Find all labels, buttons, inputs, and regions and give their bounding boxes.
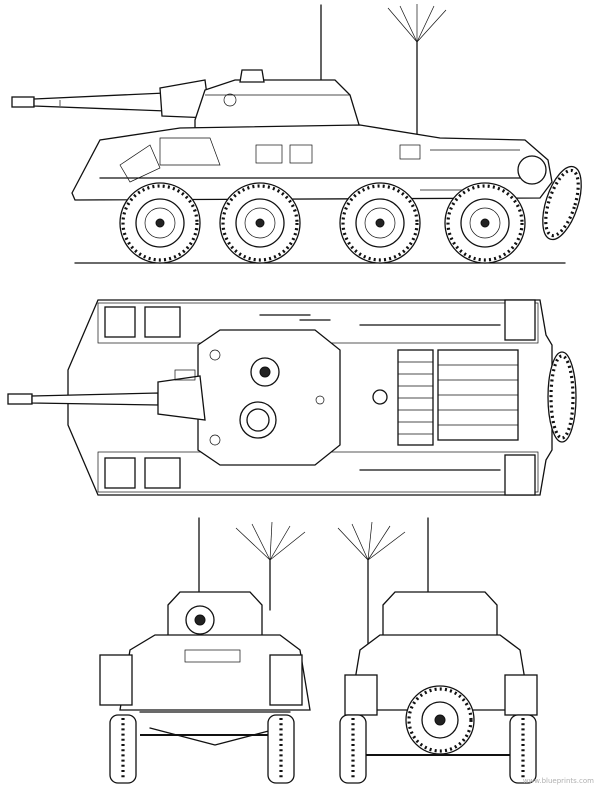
turret-side: [194, 69, 361, 129]
wheel-side-2: [219, 182, 301, 264]
engine-grille-top: [372, 349, 519, 446]
front-view: [99, 517, 311, 784]
wheel-front-left: [109, 714, 137, 784]
wheel-rear-right: [509, 714, 537, 784]
wheel-front-right: [267, 714, 295, 784]
top-view: [7, 299, 577, 496]
turret-top: [197, 329, 341, 466]
main-gun-top: [7, 369, 206, 421]
star-antenna-front: [235, 521, 306, 611]
hull-side: [71, 124, 553, 201]
turret-rear: [382, 591, 498, 641]
road-wheels-side: [119, 182, 526, 264]
wheel-rear-left: [339, 714, 367, 784]
wheel-side-3: [339, 182, 421, 264]
wheel-side-4: [444, 182, 526, 264]
hull-front: [119, 634, 311, 711]
side-view: [11, 4, 582, 264]
stowage-top: [104, 299, 536, 496]
rear-view: [337, 517, 538, 784]
star-antenna-side: [387, 4, 447, 149]
spare-wheel-side: [542, 165, 582, 241]
star-antenna-rear: [337, 521, 406, 651]
main-gun-side: [11, 79, 211, 119]
watermark-text: www.blueprints.com: [522, 777, 594, 785]
turret-front: [167, 591, 263, 641]
spare-wheel-rear: [405, 685, 475, 755]
wheel-side-1: [119, 182, 201, 264]
spare-wheel-top: [547, 351, 577, 443]
